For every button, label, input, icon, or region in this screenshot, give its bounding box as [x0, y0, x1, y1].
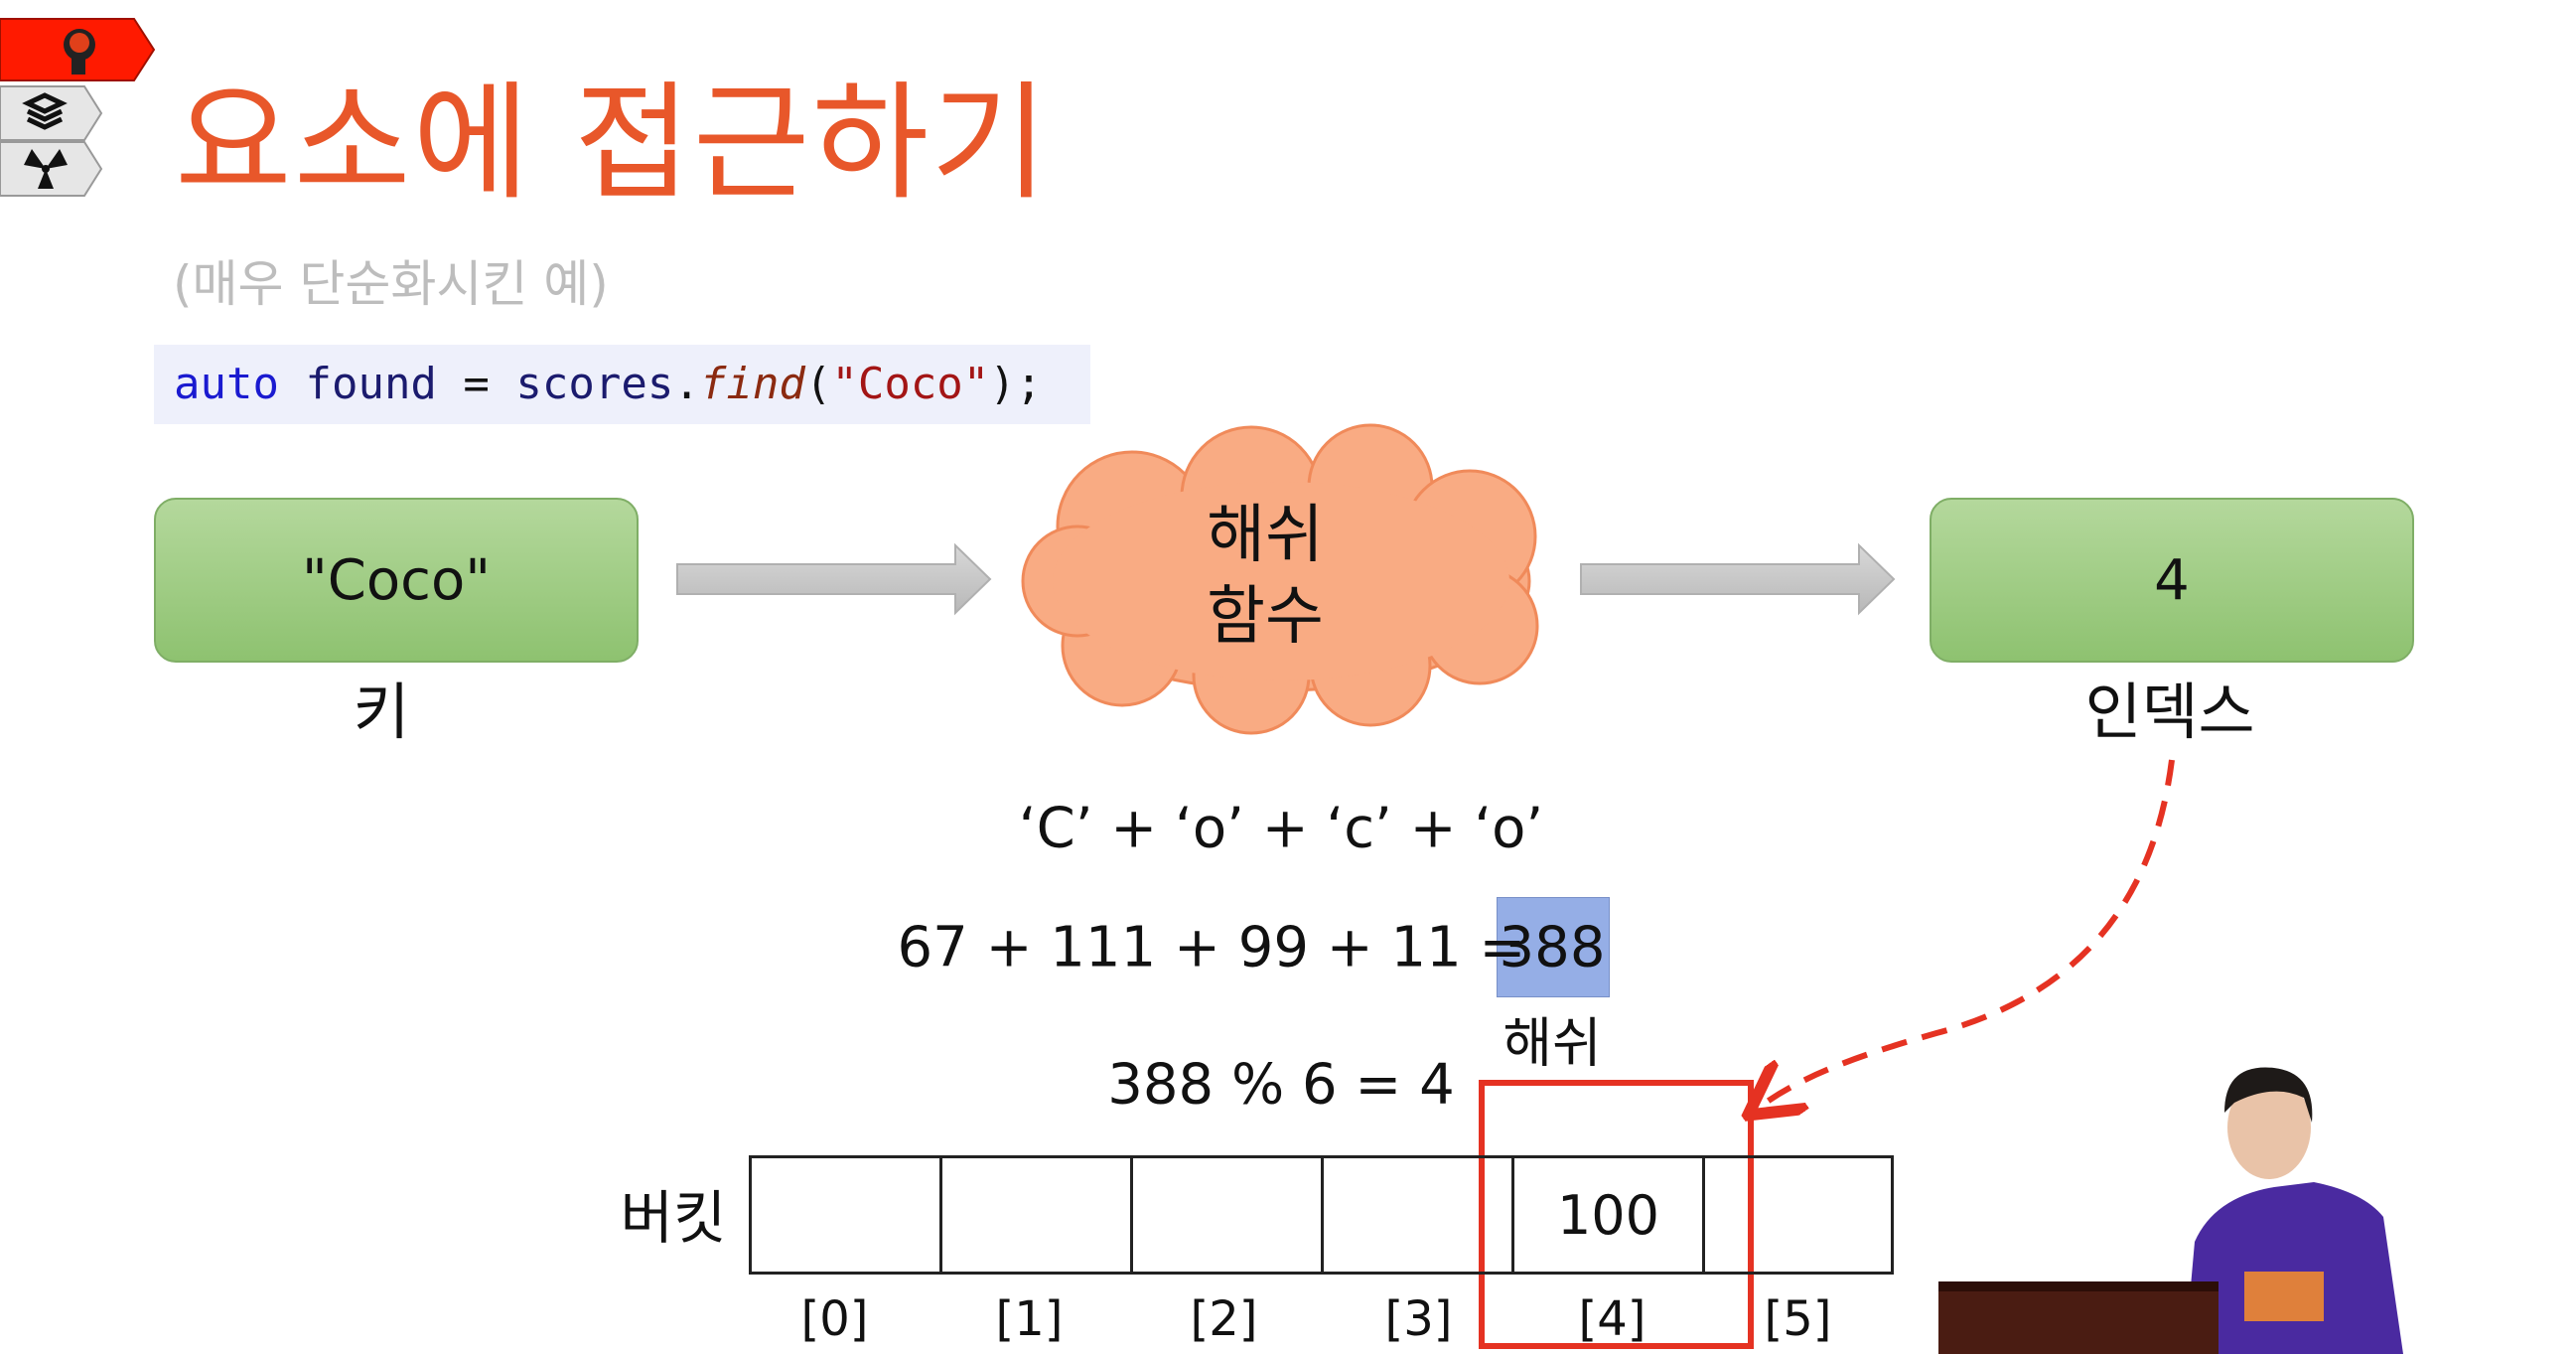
books-icon — [0, 85, 103, 141]
sum-result-highlight — [1497, 897, 1610, 997]
brain-icon — [0, 18, 156, 81]
key-box: "Coco" — [154, 498, 639, 663]
code-dot: . — [673, 359, 700, 409]
code-var: found — [305, 359, 437, 409]
code-eq: = — [463, 359, 490, 409]
nav-tab-books[interactable] — [0, 85, 109, 146]
hash-function-line2: 함수 — [1207, 580, 1324, 654]
modulo-expression: 388 % 6 = 4 — [1107, 1052, 1455, 1118]
bucket-index-3: [3] — [1384, 1291, 1453, 1347]
code-snippet: auto found = scores.find("Coco"); — [154, 345, 1090, 424]
code-open: ( — [804, 359, 832, 409]
radiation-icon — [0, 141, 103, 197]
bucket-index-4: [4] — [1578, 1291, 1646, 1347]
bucket-cell-1 — [939, 1155, 1133, 1275]
bucket-cell-3 — [1321, 1155, 1514, 1275]
bucket-cell-4: 100 — [1511, 1155, 1705, 1275]
bucket-cell-5 — [1702, 1155, 1894, 1275]
slide-title: 요소에 접근하기 — [175, 70, 1051, 218]
dashed-pointer-arrow — [1763, 759, 2175, 1105]
slide-subtitle: (매우 단순화시킨 예) — [173, 255, 609, 313]
cloud-shape — [1021, 423, 1539, 735]
index-box: 4 — [1930, 498, 2414, 663]
code-close: ); — [989, 359, 1043, 409]
nav-tab-brain[interactable] — [0, 17, 159, 87]
arrow-hash-to-index — [1580, 542, 1896, 616]
highlight-bucket-frame — [1479, 1080, 1754, 1349]
bucket-cell-0 — [749, 1155, 942, 1275]
code-fn: find — [699, 359, 805, 409]
sum-result: 388 — [1499, 915, 1606, 980]
bucket-index-0: [0] — [800, 1291, 869, 1347]
key-label: 키 — [353, 676, 410, 748]
bucket-cell-2 — [1130, 1155, 1324, 1275]
hash-function-line1: 해쉬 — [1207, 499, 1324, 572]
code-arg: "Coco" — [831, 359, 990, 409]
code-keyword: auto — [174, 359, 279, 409]
index-label: 인덱스 — [2084, 676, 2255, 748]
arrow-key-to-hash — [676, 542, 992, 616]
hash-label: 해쉬 — [1503, 1011, 1602, 1075]
bucket-index-1: [1] — [995, 1291, 1064, 1347]
sum-expression: 67 + 111 + 99 + 11 = — [897, 915, 1526, 980]
chars-expression: ‘C’ + ‘o’ + ‘c’ + ‘o’ — [1018, 796, 1544, 861]
bucket-index-5: [5] — [1764, 1291, 1832, 1347]
code-obj: scores — [515, 359, 674, 409]
presenter-video — [1938, 1067, 2403, 1354]
bucket-label: 버킷 — [620, 1184, 727, 1252]
nav-tab-radiation[interactable] — [0, 141, 109, 202]
bucket-index-2: [2] — [1190, 1291, 1258, 1347]
